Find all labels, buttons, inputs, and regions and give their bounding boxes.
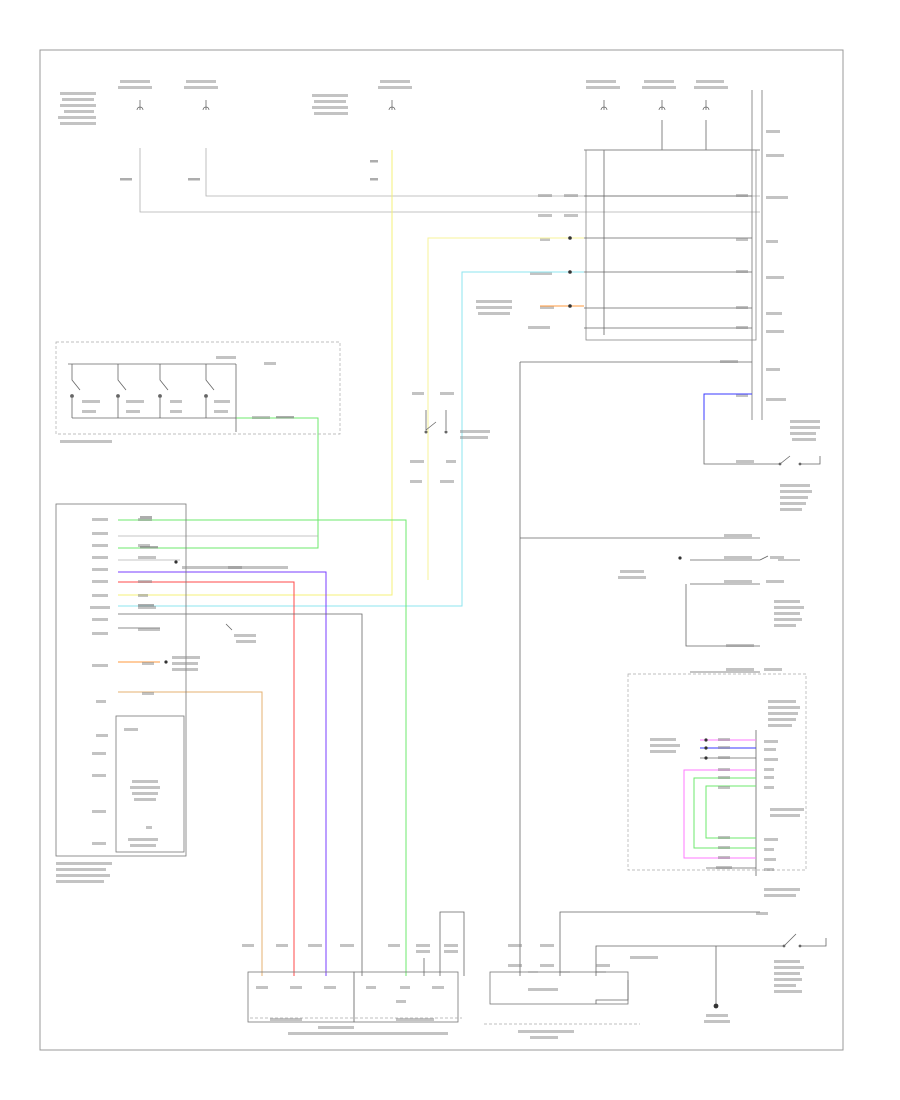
transfer-switch-module (627, 673, 807, 897)
center-switch (410, 392, 490, 483)
mid-wire-labels (476, 194, 748, 397)
tan-wire (118, 691, 263, 976)
transmission-sensor (115, 715, 185, 853)
right-connector-frame (585, 90, 763, 420)
right-connector-wires (520, 195, 752, 363)
wire-color-labels (120, 160, 378, 607)
right-pin-labels (766, 130, 788, 401)
fuse-drop-wires (139, 120, 760, 335)
top-fuse-labels (58, 80, 728, 125)
relay-junction (484, 362, 784, 1039)
cyan-wire (118, 271, 584, 607)
transfer-motor (242, 911, 465, 1035)
blue-wire (118, 571, 327, 976)
red-wire (118, 581, 295, 976)
shift-selector-switch (55, 341, 341, 443)
ground-symbol (704, 946, 730, 1023)
orange-stub-wire (540, 236, 584, 308)
transmission-ecu (55, 503, 288, 883)
diagram-frame (39, 49, 844, 1051)
right-switch-stack (618, 393, 827, 993)
fuse-symbols (136, 100, 710, 111)
yellow-wire (118, 150, 584, 596)
ecu-grey-wires (118, 535, 363, 976)
